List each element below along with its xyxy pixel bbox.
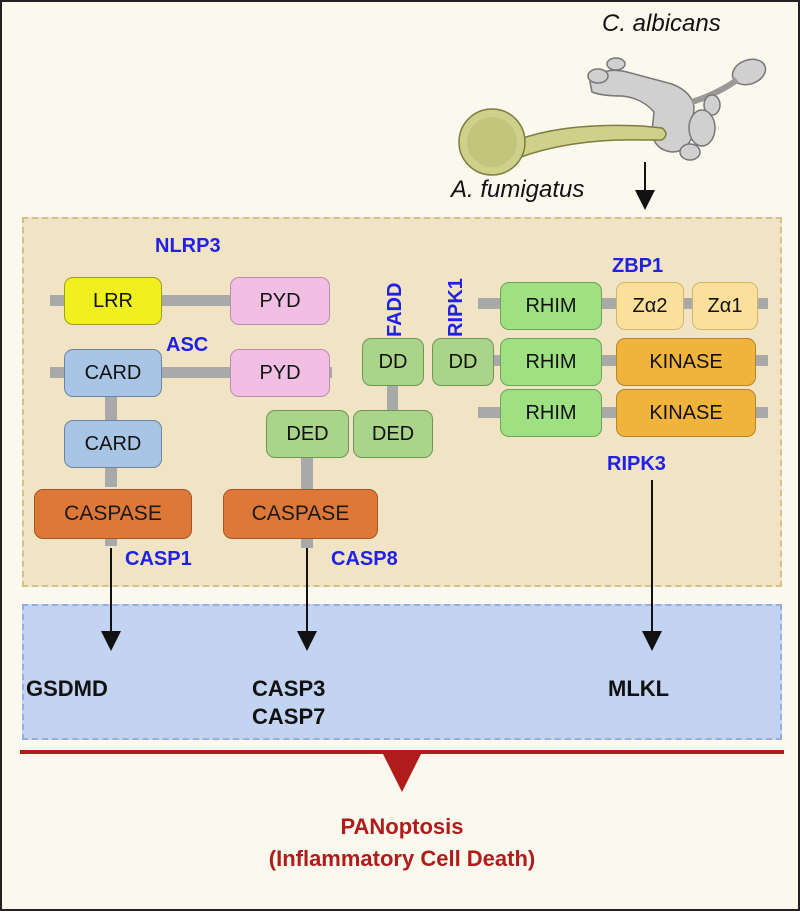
z-alpha2-domain: Zα2 xyxy=(616,282,684,330)
nlrp3-pyd-domain: PYD xyxy=(230,277,330,325)
asc-label: ASC xyxy=(166,334,209,356)
fadd-dd-domain: DD xyxy=(362,338,424,386)
ripk3-kinase-domain: KINASE xyxy=(616,389,756,437)
nlrp3-backbone xyxy=(50,295,330,306)
ripk3-label: RIPK3 xyxy=(607,453,666,475)
casp8-caspase-domain: CASPASE xyxy=(223,489,378,539)
ripk1-dd-domain: DD xyxy=(432,338,494,386)
asc-pyd-domain: PYD xyxy=(230,349,330,397)
z-alpha1-domain: Zα1 xyxy=(692,282,758,330)
ded-casp8-link xyxy=(301,457,313,491)
ripk1-kinase-domain: KINASE xyxy=(616,338,756,386)
candida-albicans-shape xyxy=(587,57,767,161)
casp1-label: CASP1 xyxy=(125,548,192,570)
lrr-domain: LRR xyxy=(64,277,162,325)
casp1-card-domain: CARD xyxy=(64,420,162,468)
zbp1-label: ZBP1 xyxy=(612,255,664,277)
casp8-tail xyxy=(301,536,313,548)
casp7-label: CASP7 xyxy=(252,704,326,729)
zbp1-rhim-domain: RHIM xyxy=(500,282,602,330)
fadd-ded-domain: DED xyxy=(353,410,433,458)
casp3-label: CASP3 xyxy=(252,676,326,701)
nlrp3-label: NLRP3 xyxy=(155,235,221,257)
mlkl-label: MLKL xyxy=(608,676,670,701)
asc-card-domain: CARD xyxy=(64,349,162,397)
aspergillus-fumigatus-label: A. fumigatus xyxy=(451,176,585,203)
casp8-ded-domain: DED xyxy=(266,410,349,458)
gsdmd-label: GSDMD xyxy=(26,676,108,701)
effector-panel xyxy=(22,604,782,740)
fadd-dd-ded-link xyxy=(387,378,398,410)
asc-backbone xyxy=(50,367,332,378)
aspergillus-fumigatus-shape xyxy=(458,108,667,176)
panoptosis-subtitle: (Inflammatory Cell Death) xyxy=(268,846,536,871)
casp1-caspase-domain: CASPASE xyxy=(34,489,192,539)
ripk1-rhim-domain: RHIM xyxy=(500,338,602,386)
candida-albicans-label: C. albicans xyxy=(602,10,721,37)
ripk3-rhim-domain: RHIM xyxy=(500,389,602,437)
casp8-label: CASP8 xyxy=(331,548,398,570)
panoptosis-title: PANoptosis xyxy=(340,814,464,839)
